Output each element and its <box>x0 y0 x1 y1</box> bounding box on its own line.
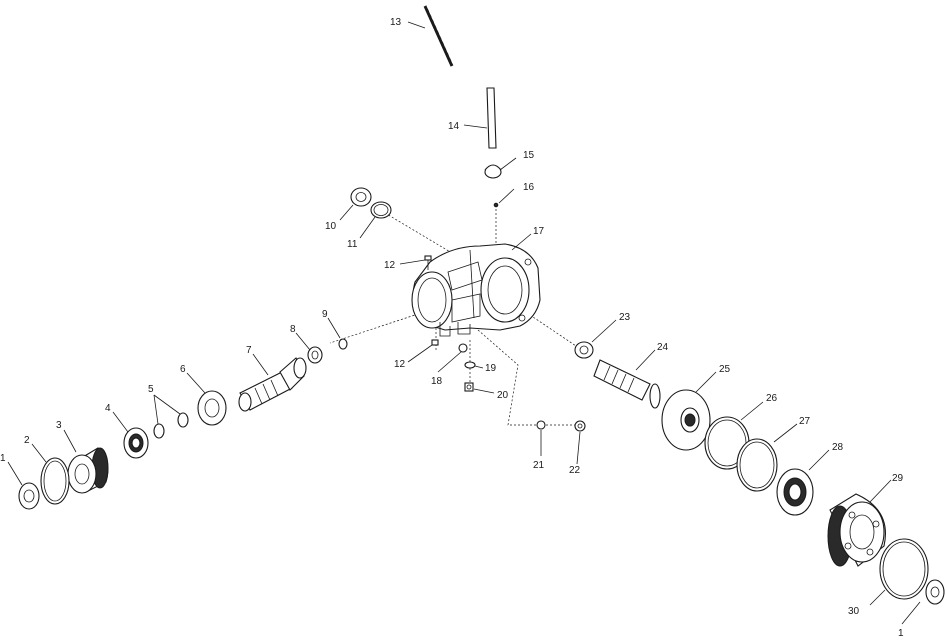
part-10-seal <box>350 187 372 207</box>
part-23-seal <box>574 341 594 359</box>
part-4-bearing <box>123 427 149 459</box>
callout-2: 2 <box>24 435 30 446</box>
part-13-dipstick <box>423 5 455 67</box>
callout-9: 9 <box>322 309 328 320</box>
part-27-shim <box>736 438 778 492</box>
callout-24: 24 <box>657 342 669 353</box>
callout-11: 11 <box>347 239 358 250</box>
part-18-plug <box>458 343 468 353</box>
part-11-o-ring <box>370 201 392 219</box>
callout-3: 3 <box>56 420 62 431</box>
callout-numbers: 1 2 3 4 5 6 7 8 9 10 11 12 12 13 14 15 1… <box>0 17 904 639</box>
callout-17: 17 <box>533 226 545 237</box>
part-19-washer <box>464 361 476 369</box>
part-17-gearcase-housing <box>411 243 541 337</box>
callout-26: 26 <box>766 393 778 404</box>
part-15-clamp <box>484 164 502 179</box>
part-30-o-ring <box>879 538 929 600</box>
callout-18: 18 <box>431 376 443 387</box>
part-20-drain-plug <box>464 382 474 392</box>
part-1-seal-left <box>18 482 40 510</box>
callout-19: 19 <box>485 363 497 374</box>
part-21-plug <box>536 420 546 430</box>
part-7-pinion-shaft <box>238 357 307 412</box>
part-22-washer <box>574 420 586 432</box>
callout-23: 23 <box>619 312 631 323</box>
callout-28: 28 <box>832 442 844 453</box>
part-25-flange <box>661 389 711 451</box>
callout-27: 27 <box>799 416 811 427</box>
callout-20: 20 <box>497 390 509 401</box>
callout-7: 7 <box>246 345 252 356</box>
part-1-seal-right <box>925 579 945 605</box>
callout-21: 21 <box>533 460 545 471</box>
part-3-bearing-cover <box>67 447 109 494</box>
part-8-bushing <box>307 346 323 364</box>
part-29-output-cover <box>827 493 886 567</box>
callout-22: 22 <box>569 465 581 476</box>
callout-25: 25 <box>719 364 731 375</box>
callout-8: 8 <box>290 324 296 335</box>
part-2-o-ring <box>40 457 70 505</box>
part-12-bolt-lower <box>431 339 439 346</box>
part-16-fitting <box>493 202 499 208</box>
part-14-vent-tube <box>486 87 497 149</box>
part-28-bearing <box>776 468 814 516</box>
callout-1-right: 1 <box>898 628 904 639</box>
callout-29: 29 <box>892 473 904 484</box>
callout-10: 10 <box>325 221 337 232</box>
callout-15: 15 <box>523 150 535 161</box>
part-24-output-shaft <box>593 359 661 409</box>
part-5-spacers <box>153 412 189 439</box>
part-6-bearing <box>197 390 227 426</box>
part-12-bolt-upper <box>424 255 432 270</box>
callout-12-upper: 12 <box>384 260 396 271</box>
callout-4: 4 <box>105 403 111 414</box>
callout-30: 30 <box>848 606 860 617</box>
callout-16: 16 <box>523 182 535 193</box>
callout-1-left: 1 <box>0 453 6 464</box>
callout-6: 6 <box>180 364 186 375</box>
callout-12-lower: 12 <box>394 359 406 370</box>
callout-14: 14 <box>448 121 460 132</box>
callout-5: 5 <box>148 384 154 395</box>
callout-leader-lines <box>7 21 921 625</box>
callout-13: 13 <box>390 17 402 28</box>
part-9-snap-ring <box>338 338 348 350</box>
